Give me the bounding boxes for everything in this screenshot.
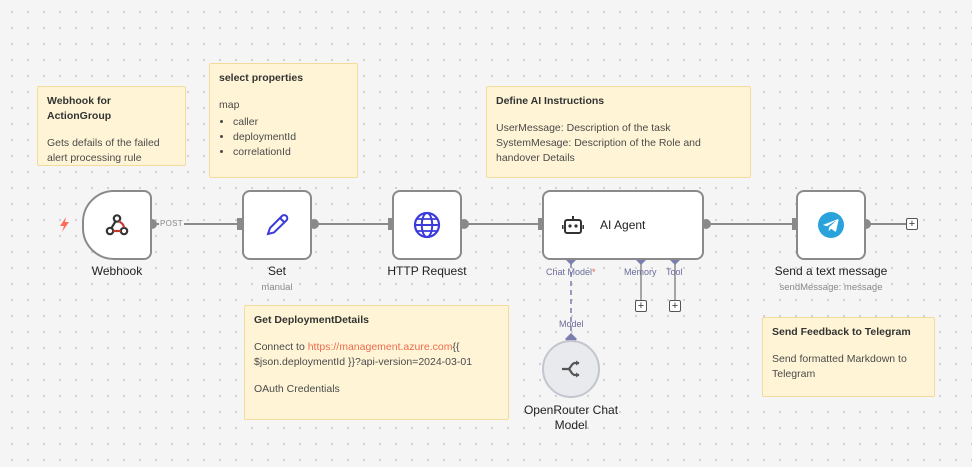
post-method-label: POST	[159, 219, 184, 228]
chat-model-label-text: Chat Model	[546, 267, 593, 277]
note-title: Get DeploymentDetails	[254, 314, 369, 326]
telegram-node-label: Send a text message	[774, 264, 888, 278]
list-item: correlationId	[233, 145, 348, 160]
robot-icon	[562, 214, 584, 236]
http-input-handle[interactable]	[388, 218, 393, 230]
chat-model-connector-label: Chat Model*	[546, 267, 596, 277]
list-item: deploymentId	[233, 130, 348, 145]
note-oauth: OAuth Credentials	[254, 383, 340, 395]
set-node-label: Set	[267, 264, 286, 278]
openrouter-icon	[559, 357, 583, 381]
note-title: Define AI Instructions	[496, 95, 605, 107]
note-select-properties[interactable]: select properties map caller deploymentI…	[209, 63, 358, 178]
telegram-node[interactable]	[796, 190, 866, 260]
telegram-input-handle[interactable]	[792, 218, 797, 230]
management-link[interactable]: https://management.azure.com	[307, 341, 453, 353]
webhook-node-label: Webhook	[91, 264, 143, 278]
note-list: caller deploymentId correlationId	[219, 115, 348, 160]
connect-prefix: Connect to	[254, 341, 308, 353]
set-node-sublabel: manual	[261, 282, 293, 293]
openrouter-chat-model-node[interactable]	[542, 340, 600, 398]
note-telegram-feedback[interactable]: Send Feedback to Telegram Send formatted…	[762, 317, 935, 397]
list-item: caller	[233, 115, 348, 130]
note-title: Send Feedback to Telegram	[772, 326, 911, 338]
note-title: select properties	[219, 72, 304, 84]
add-tool-button[interactable]: +	[669, 300, 681, 312]
telegram-node-sublabel: sendMessage: message	[779, 282, 883, 293]
http-request-node[interactable]	[392, 190, 462, 260]
note-webhook-actiongroup[interactable]: Webhook for ActionGroup Gets defails of …	[37, 86, 186, 166]
memory-connector-label: Memory	[624, 267, 657, 277]
pencil-icon	[263, 211, 291, 239]
note-intro: map	[219, 99, 240, 111]
note-line: SystemMesage: Description of the Role an…	[496, 137, 701, 164]
trigger-bolt-icon	[60, 217, 69, 232]
note-ai-instructions[interactable]: Define AI Instructions UserMessage: Desc…	[486, 86, 751, 178]
webhook-node[interactable]	[82, 190, 152, 260]
note-body: Send formatted Markdown to Telegram	[772, 353, 907, 380]
note-deployment-details[interactable]: Get DeploymentDetails Connect to https:/…	[244, 305, 509, 420]
note-connect: Connect to https://management.azure.com{…	[254, 340, 499, 370]
note-body: Gets defails of the failed alert process…	[47, 137, 160, 164]
ai-agent-node-label: AI Agent	[600, 218, 646, 232]
required-marker: *	[592, 267, 596, 277]
model-connector-label: Model	[559, 319, 584, 329]
connect-suffix: {{ $json.deploymentId }}?api-version=202…	[254, 341, 473, 368]
telegram-icon	[816, 210, 846, 240]
set-input-handle[interactable]	[237, 218, 242, 230]
webhook-icon	[103, 211, 131, 239]
set-node[interactable]	[242, 190, 312, 260]
add-memory-button[interactable]: +	[635, 300, 647, 312]
tool-connector-label: Tool	[666, 267, 683, 277]
openrouter-node-label: OpenRouter Chat Model	[523, 403, 619, 432]
http-request-node-label: HTTP Request	[387, 264, 467, 278]
note-line: UserMessage: Description of the task	[496, 122, 671, 134]
note-title: Webhook for ActionGroup	[47, 95, 112, 122]
globe-icon	[412, 210, 442, 240]
agent-input-handle[interactable]	[538, 218, 543, 230]
ai-agent-node[interactable]: AI Agent	[542, 190, 704, 260]
add-next-node-button[interactable]: +	[906, 218, 918, 230]
